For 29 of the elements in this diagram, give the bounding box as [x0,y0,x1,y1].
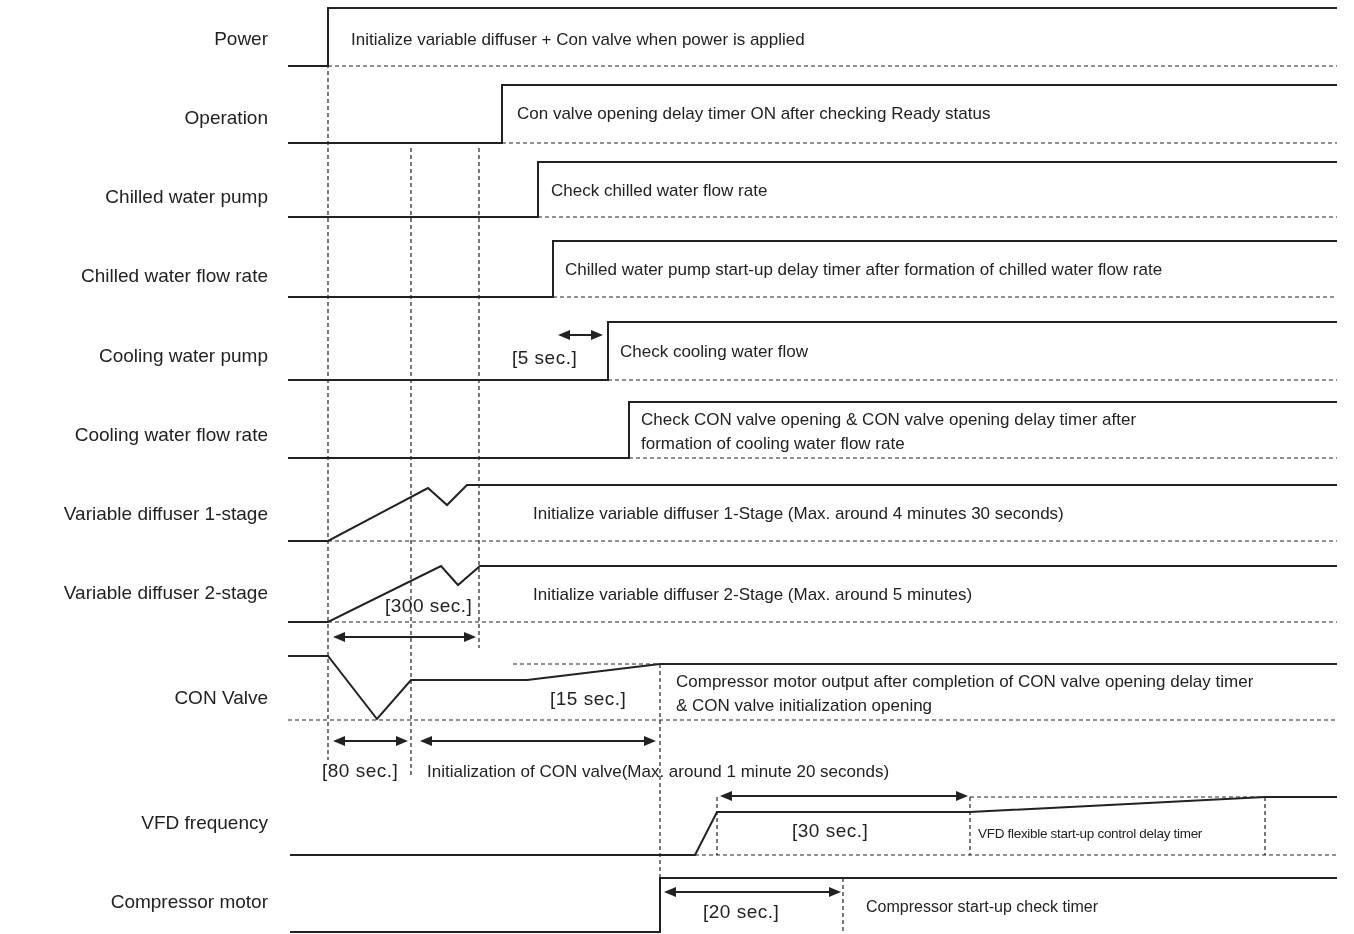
duration-label: [5 sec.] [512,347,578,369]
annotation-text: Check chilled water flow rate [551,180,768,202]
annotation-text: VFD flexible start-up control delay timer [978,825,1203,843]
signal-name: Compressor motor [109,891,268,913]
annotation-text: Chilled water pump start-up delay timer after formation of chilled water flow rate [565,259,1163,281]
annotation-text: Compressor start-up check timer [866,897,1099,917]
duration-label: [30 sec.] [792,820,869,842]
signal-name: Chilled water pump [104,186,268,208]
signal-name: Cooling water flow rate [73,424,268,446]
annotation-text: Initialize variable diffuser 2-Stage (Max. around 5 minutes) [533,584,973,606]
signal-name: Variable diffuser 2-stage [62,582,268,604]
annotation-text: Con valve opening delay timer ON after checking Ready status [517,103,991,125]
signal-name: Chilled water flow rate [80,265,268,287]
annotation-text: Compressor motor output after completion of CON valve opening delay timer & CON valve initialization opening [676,671,1255,717]
signal-name: CON Valve [173,687,268,709]
signal-name: Operation [183,107,268,129]
annotation-text: Initialize variable diffuser + Con valve when power is applied [351,29,805,51]
duration-label: [15 sec.] [550,688,627,710]
signal-name: VFD frequency [140,812,268,834]
duration-label: [20 sec.] [703,901,780,923]
annotation-text: Check CON valve opening & CON valve opening delay timer after formation of cooling water flow rate [641,409,1138,455]
signal-name: Variable diffuser 1-stage [62,503,268,525]
duration-label: [300 sec.] [385,595,473,617]
signal-name: Cooling water pump [98,345,268,367]
duration-label: [80 sec.] [322,760,399,782]
annotation-text: Initialize variable diffuser 1-Stage (Max. around 4 minutes 30 seconds) [533,503,1064,525]
annotation-text: Check cooling water flow [620,341,809,363]
annotation-text: Initialization of CON valve(Max. around 1 minute 20 seconds) [427,761,890,783]
signal-name: Power [213,28,268,50]
